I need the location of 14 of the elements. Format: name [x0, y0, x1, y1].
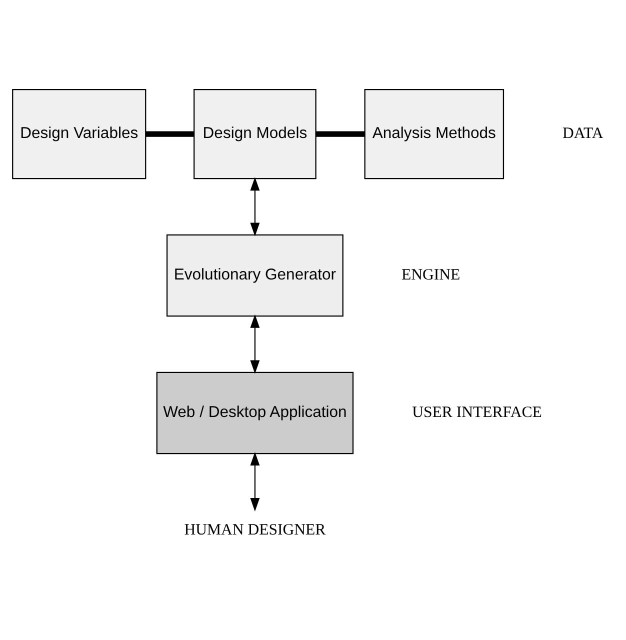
label: USER INTERFACE [412, 404, 542, 422]
connector [146, 131, 194, 137]
arrow [250, 314, 260, 374]
node-box: Analysis Methods [364, 88, 504, 180]
node-box: Evolutionary Generator [166, 234, 344, 317]
label: ENGINE [401, 266, 460, 284]
node-box: Design Models [194, 88, 316, 180]
node-text: HUMAN DESIGNER [184, 521, 326, 538]
node-box: Design Variables [12, 88, 146, 180]
node-box: Web / Desktop Application [156, 372, 354, 454]
connector [316, 131, 365, 137]
arrow [250, 452, 260, 512]
arrow [250, 177, 260, 236]
label: DATA [562, 125, 604, 142]
